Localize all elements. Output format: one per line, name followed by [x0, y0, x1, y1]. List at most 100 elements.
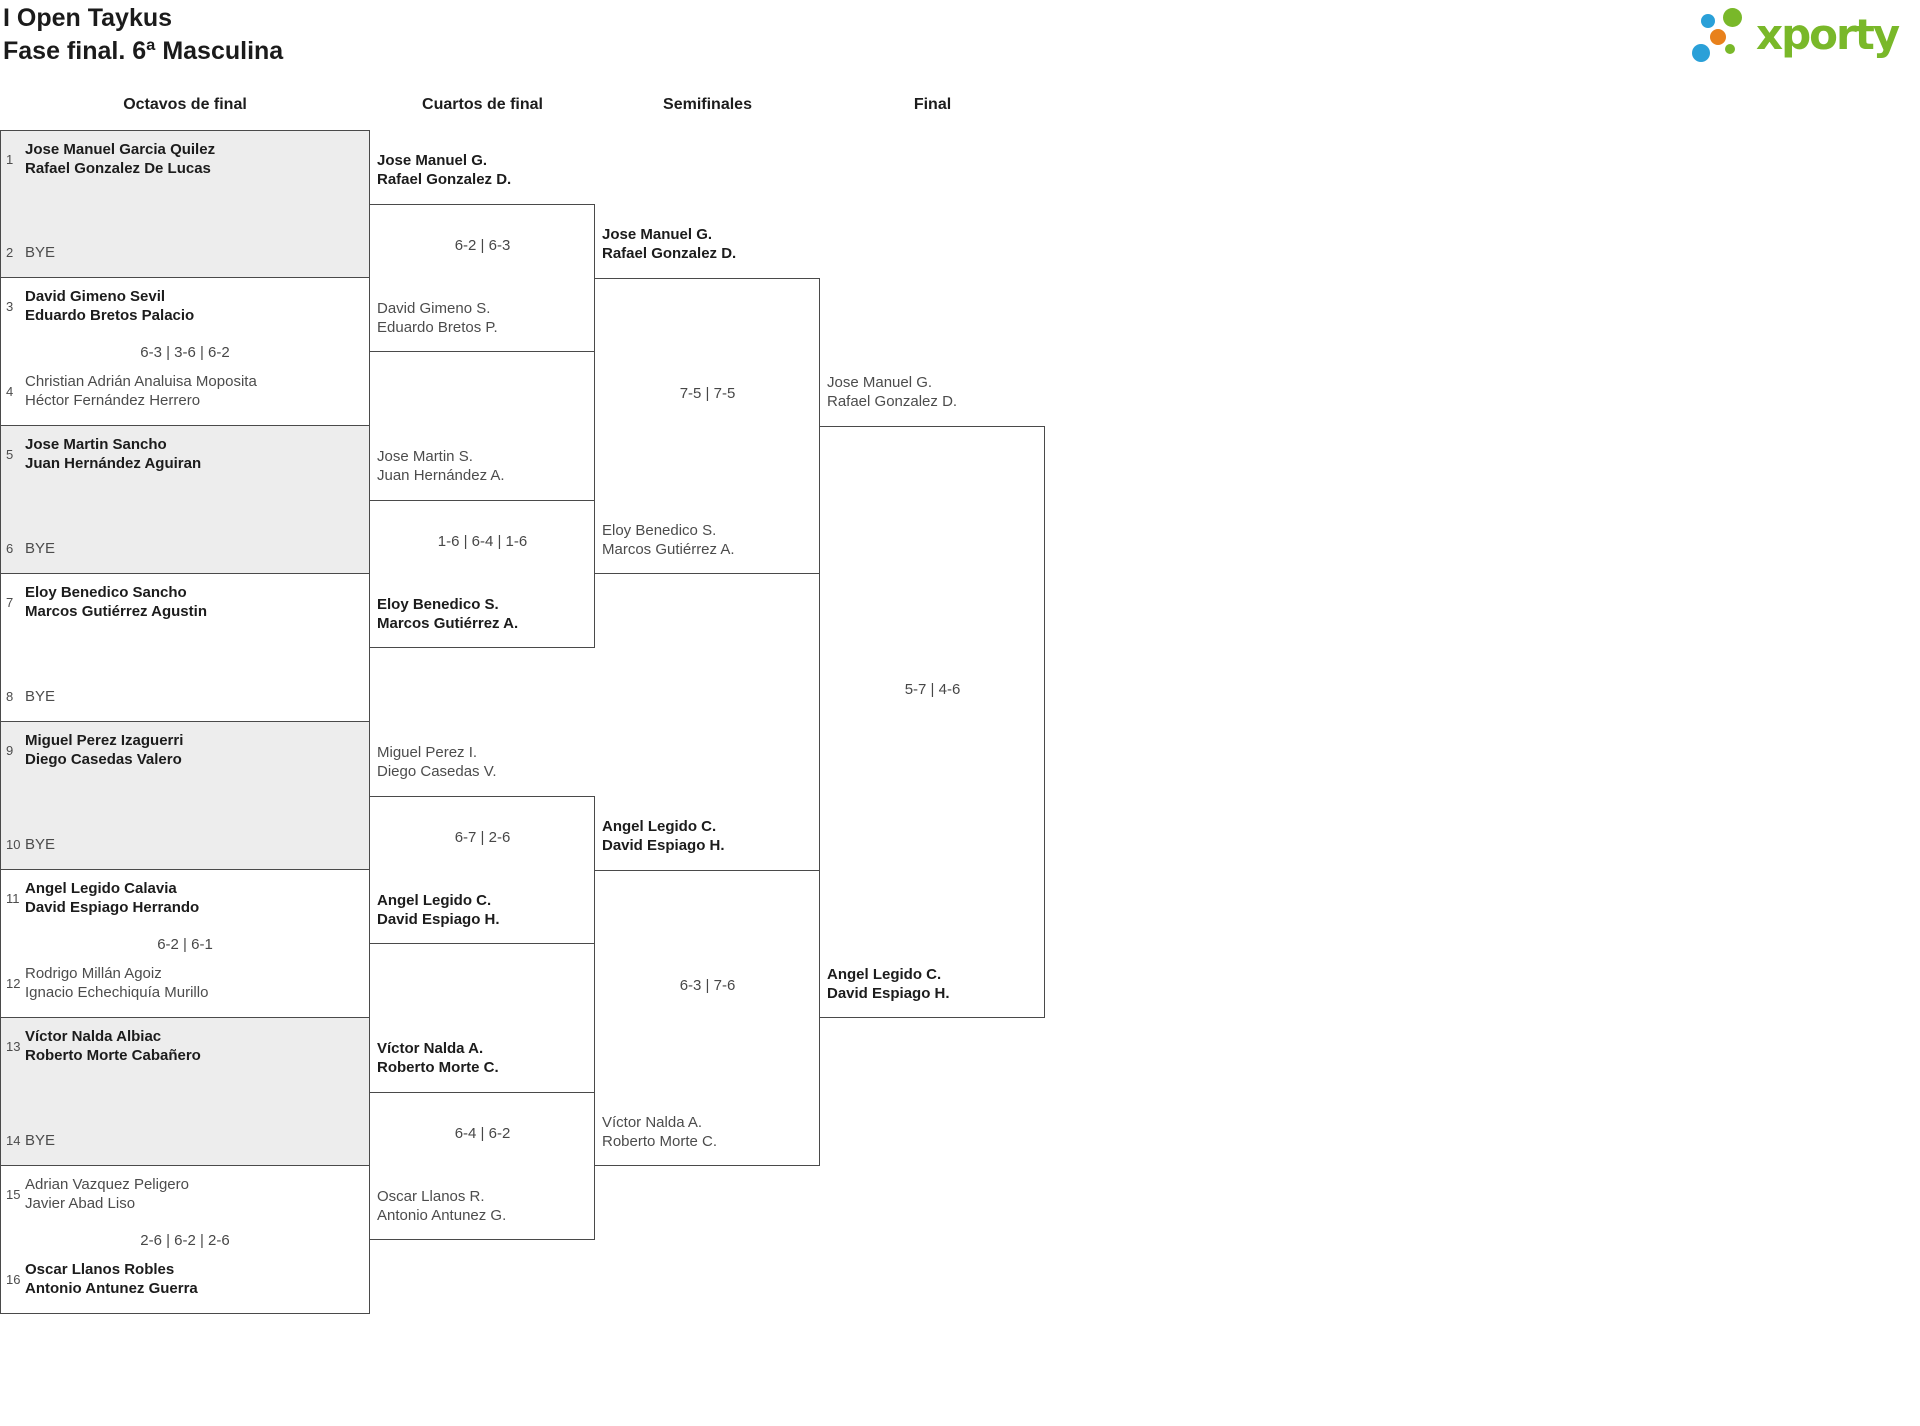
- team-label: Oscar Llanos R. Antonio Antunez G.: [377, 1187, 592, 1225]
- logo-wordmark: xporty: [1756, 10, 1900, 59]
- player-name: Jose Martin Sancho: [25, 436, 167, 453]
- match-cuartos-4-box: [370, 1092, 595, 1240]
- match-score: 5-7 | 4-6: [904, 681, 961, 698]
- team-row: 6 BYE: [6, 539, 359, 558]
- player-name: Miguel Perez I.: [377, 744, 478, 761]
- player-name: Roberto Morte C.: [377, 1059, 499, 1076]
- player-name: BYE: [25, 688, 56, 705]
- player-names: Christian Adrián Analuisa Moposita Hécto…: [25, 372, 359, 410]
- team-row: 2 BYE: [6, 243, 359, 262]
- player-name: Angel Legido C.: [827, 966, 942, 983]
- seed-number: 15: [6, 1186, 21, 1202]
- logo-dot-green-small: [1725, 44, 1735, 54]
- team-row: 8 BYE: [6, 687, 359, 706]
- team-row: 10 BYE: [6, 835, 359, 854]
- match-score: 6-4 | 6-2: [454, 1125, 511, 1142]
- player-name: Jose Martin S.: [377, 448, 473, 465]
- match-score: 7-5 | 7-5: [679, 385, 736, 402]
- page-title: I Open Taykus Fase final. 6ª Masculina: [3, 2, 283, 68]
- team-label: Jose Manuel G. Rafael Gonzalez D.: [602, 225, 817, 263]
- player-name: Rafael Gonzalez D.: [602, 245, 737, 262]
- player-name: Rafael Gonzalez D.: [827, 393, 958, 410]
- tournament-title: I Open Taykus: [3, 4, 173, 32]
- seed-number: 6: [6, 541, 14, 556]
- player-name: Miguel Perez Izaguerri: [25, 732, 184, 749]
- match-octavos-8: 15 Adrian Vazquez Peligero Javier Abad L…: [0, 1166, 370, 1314]
- match-cuartos-2-box: [370, 500, 595, 648]
- player-name: Rafael Gonzalez D.: [377, 171, 512, 188]
- player-names: BYE: [25, 1131, 359, 1150]
- player-names: David Gimeno Sevil Eduardo Bretos Palaci…: [25, 287, 359, 325]
- player-name: Javier Abad Liso: [25, 1195, 136, 1212]
- player-name: David Espiago H.: [827, 985, 950, 1002]
- team-row: 4 Christian Adrián Analuisa Moposita Héc…: [6, 372, 359, 410]
- player-name: Angel Legido C.: [602, 818, 717, 835]
- player-name: Ignacio Echechiquía Murillo: [25, 984, 209, 1001]
- player-name: Víctor Nalda Albiac: [25, 1028, 162, 1045]
- seed-number: 4: [6, 383, 14, 399]
- player-name: David Espiago H.: [377, 911, 500, 928]
- round-header-cuartos: Cuartos de final: [422, 96, 543, 113]
- seed-number: 8: [6, 689, 14, 704]
- player-name: Marcos Gutiérrez A.: [602, 541, 735, 558]
- player-names: BYE: [25, 243, 359, 262]
- team-row: 16 Oscar Llanos Robles Antonio Antunez G…: [6, 1260, 359, 1298]
- match-octavos-5: 9 Miguel Perez Izaguerri Diego Casedas V…: [0, 722, 370, 870]
- team-label: Víctor Nalda A. Roberto Morte C.: [377, 1039, 592, 1077]
- player-name: BYE: [25, 836, 56, 853]
- seed-number: 11: [6, 890, 20, 906]
- team-row: 13 Víctor Nalda Albiac Roberto Morte Cab…: [6, 1027, 359, 1065]
- player-name: Antonio Antunez Guerra: [25, 1280, 198, 1297]
- team-label: Eloy Benedico S. Marcos Gutiérrez A.: [377, 595, 592, 633]
- player-name: Roberto Morte Cabañero: [25, 1047, 201, 1064]
- team-label: Víctor Nalda A. Roberto Morte C.: [602, 1113, 817, 1151]
- player-name: Jose Manuel Garcia Quilez: [25, 141, 216, 158]
- team-label: Angel Legido C. David Espiago H.: [602, 817, 817, 855]
- seed-number: 13: [6, 1038, 21, 1054]
- player-names: Angel Legido Calavia David Espiago Herra…: [25, 879, 359, 917]
- match-octavos-3: 5 Jose Martin Sancho Juan Hernández Agui…: [0, 426, 370, 574]
- team-label: Eloy Benedico S. Marcos Gutiérrez A.: [602, 521, 817, 559]
- player-name: Rafael Gonzalez De Lucas: [25, 160, 211, 177]
- player-name: Antonio Antunez G.: [377, 1207, 507, 1224]
- player-name: Marcos Gutiérrez A.: [377, 615, 519, 632]
- player-name: Diego Casedas Valero: [25, 751, 182, 768]
- player-names: BYE: [25, 835, 359, 854]
- team-label: Angel Legido C. David Espiago H.: [827, 965, 1042, 1003]
- team-row: 1 Jose Manuel Garcia Quilez Rafael Gonza…: [6, 140, 359, 178]
- seed-number: 10: [6, 837, 21, 852]
- logo-dot-blue-large: [1692, 44, 1710, 62]
- player-names: BYE: [25, 687, 359, 706]
- player-name: Eloy Benedico S.: [602, 522, 717, 539]
- match-octavos-2: 3 David Gimeno Sevil Eduardo Bretos Pala…: [0, 278, 370, 426]
- team-label: Jose Manuel G. Rafael Gonzalez D.: [377, 151, 592, 189]
- player-name: Angel Legido Calavia: [25, 880, 177, 897]
- player-name: Héctor Fernández Herrero: [25, 392, 201, 409]
- player-name: BYE: [25, 244, 56, 261]
- team-row: 7 Eloy Benedico Sancho Marcos Gutiérrez …: [6, 583, 359, 621]
- player-names: Rodrigo Millán Agoiz Ignacio Echechiquía…: [25, 964, 359, 1002]
- category-subtitle: Fase final. 6ª Masculina: [3, 37, 284, 65]
- player-name: Juan Hernández Aguiran: [25, 455, 202, 472]
- team-label: David Gimeno S. Eduardo Bretos P.: [377, 299, 592, 337]
- team-row: 14 BYE: [6, 1131, 359, 1150]
- player-name: Jose Manuel G.: [602, 226, 713, 243]
- player-name: David Espiago H.: [602, 837, 725, 854]
- team-label: Angel Legido C. David Espiago H.: [377, 891, 592, 929]
- match-score: 1-6 | 6-4 | 1-6: [437, 533, 528, 550]
- team-row: 5 Jose Martin Sancho Juan Hernández Agui…: [6, 435, 359, 473]
- match-score: 6-3 | 3-6 | 6-2: [140, 344, 230, 361]
- player-name: Christian Adrián Analuisa Moposita: [25, 373, 257, 390]
- player-name: Angel Legido C.: [377, 892, 492, 909]
- player-names: Jose Martin Sancho Juan Hernández Aguira…: [25, 435, 359, 473]
- player-name: Eduardo Bretos P.: [377, 319, 498, 336]
- seed-number: 2: [6, 245, 14, 260]
- player-name: Víctor Nalda A.: [602, 1114, 703, 1131]
- player-name: David Espiago Herrando: [25, 899, 200, 916]
- player-name: Marcos Gutiérrez Agustin: [25, 603, 207, 620]
- logo-dot-blue-small: [1701, 14, 1715, 28]
- team-row: 3 David Gimeno Sevil Eduardo Bretos Pala…: [6, 287, 359, 325]
- logo-dot-green-large: [1723, 8, 1742, 27]
- seed-number: 1: [6, 151, 14, 167]
- player-name: Eduardo Bretos Palacio: [25, 307, 195, 324]
